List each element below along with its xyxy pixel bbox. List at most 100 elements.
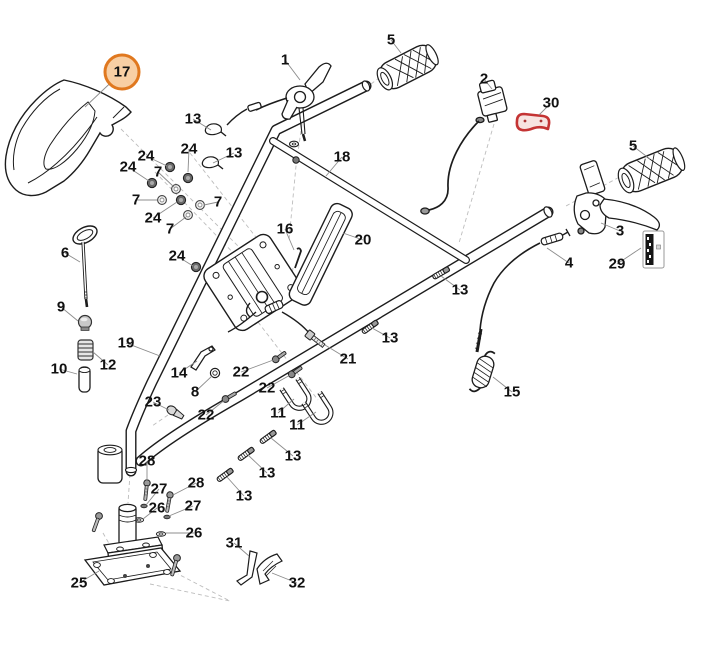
callout-5[interactable]: 5	[628, 137, 638, 155]
callout-9[interactable]: 9	[56, 298, 66, 316]
spring-15[interactable]	[468, 349, 498, 395]
nuts-24[interactable]	[146, 161, 202, 273]
leader-line-16	[284, 228, 295, 251]
lever-14[interactable]	[190, 345, 216, 371]
callout-6[interactable]: 6	[60, 244, 70, 262]
leader-line-15	[492, 376, 513, 393]
callout-21[interactable]: 21	[339, 350, 357, 368]
callout-5[interactable]: 5	[386, 31, 396, 49]
leader-line-13	[212, 152, 235, 164]
callout-10[interactable]: 10	[50, 360, 68, 378]
callout-8[interactable]: 8	[190, 383, 200, 401]
callout-29[interactable]: 29	[608, 255, 626, 273]
callout-27[interactable]: 27	[184, 497, 202, 515]
callout-2[interactable]: 2	[479, 70, 489, 88]
nut-8[interactable]	[209, 367, 221, 379]
callout-26[interactable]: 26	[185, 524, 203, 542]
bracket-30-highlighted[interactable]	[515, 112, 551, 132]
leader-line-27	[168, 505, 194, 517]
callout-14[interactable]: 14	[170, 364, 188, 382]
callout-7[interactable]: 7	[153, 163, 163, 181]
handlebar-tube-right[interactable]	[135, 205, 554, 467]
callout-1[interactable]: 1	[280, 51, 290, 69]
grip-5-left[interactable]	[373, 40, 442, 94]
callout-7[interactable]: 7	[213, 193, 223, 211]
callout-25[interactable]: 25	[70, 574, 88, 592]
throttle-cable-4[interactable]	[474, 228, 571, 353]
callout-26[interactable]: 26	[148, 499, 166, 517]
leader-line-19	[125, 342, 161, 357]
pin-10[interactable]	[78, 366, 91, 393]
washers-27[interactable]	[140, 503, 171, 520]
callout-24[interactable]: 24	[119, 158, 137, 176]
callout-31[interactable]: 31	[225, 534, 243, 552]
screws-28[interactable]	[142, 479, 174, 513]
callout-11[interactable]: 11	[270, 404, 286, 422]
callout-13[interactable]: 13	[451, 281, 469, 299]
callout-13[interactable]: 13	[381, 329, 399, 347]
bracket-31[interactable]	[236, 550, 258, 586]
bolt-23[interactable]	[165, 404, 185, 421]
callout-13[interactable]: 13	[225, 144, 243, 162]
callout-24[interactable]: 24	[137, 147, 155, 165]
u-bolt-11-b[interactable]	[301, 391, 335, 427]
callout-24[interactable]: 24	[180, 140, 198, 158]
base-mount-25[interactable]	[83, 503, 182, 586]
callout-13[interactable]: 13	[235, 487, 253, 505]
callout-13[interactable]: 13	[284, 447, 302, 465]
screws-22[interactable]	[221, 350, 304, 404]
stop-switch-2[interactable]	[420, 78, 509, 215]
bushing-sleeve[interactable]	[97, 444, 123, 484]
leader-line-24	[176, 255, 194, 267]
callout-7[interactable]: 7	[131, 191, 141, 209]
leader-line-11	[296, 411, 317, 426]
ball-nut-9[interactable]	[77, 314, 93, 331]
handlebar-tube-19[interactable]	[124, 80, 372, 477]
callout-24[interactable]: 24	[144, 209, 162, 227]
callout-22[interactable]: 22	[232, 363, 250, 381]
cable-pins-13[interactable]	[216, 266, 450, 482]
throttle-lever-1[interactable]	[226, 62, 332, 142]
cross-brace-18[interactable]	[269, 137, 470, 264]
callout-28[interactable]: 28	[138, 452, 156, 470]
callout-27[interactable]: 27	[150, 480, 168, 498]
callout-28[interactable]: 28	[187, 474, 205, 492]
callout-16[interactable]: 16	[276, 220, 294, 238]
callout-32[interactable]: 32	[288, 574, 306, 592]
leader-line-5	[390, 39, 402, 54]
callout-23[interactable]: 23	[144, 393, 162, 411]
leader-line-30	[538, 102, 552, 116]
leader-line-22	[205, 398, 227, 416]
cable-clip-13-b[interactable]	[201, 156, 224, 170]
callout-22[interactable]: 22	[197, 406, 215, 424]
leader-line-31	[233, 542, 250, 557]
leader-line-24	[145, 155, 168, 167]
spring-12[interactable]	[77, 339, 94, 361]
callout-11[interactable]: 11	[289, 416, 305, 434]
callout-7[interactable]: 7	[165, 220, 175, 238]
callout-19[interactable]: 19	[117, 334, 135, 352]
callout-3[interactable]: 3	[615, 222, 625, 240]
handle-cover-17[interactable]	[4, 79, 132, 197]
cover-20[interactable]	[287, 201, 355, 307]
cable-clip-13-a[interactable]	[204, 123, 227, 137]
clutch-lever-3[interactable]	[573, 160, 661, 235]
callout-12[interactable]: 12	[99, 356, 117, 374]
deflector-32[interactable]	[256, 553, 283, 585]
washers-7[interactable]	[157, 184, 205, 220]
callout-30[interactable]: 30	[542, 94, 560, 112]
bolt-21[interactable]	[304, 329, 326, 349]
pin-16[interactable]	[294, 247, 302, 269]
callout-13[interactable]: 13	[184, 110, 202, 128]
callout-24[interactable]: 24	[168, 247, 186, 265]
callout-17-selected[interactable]: 17	[103, 53, 141, 91]
callout-22[interactable]: 22	[258, 379, 276, 397]
callout-13[interactable]: 13	[258, 464, 276, 482]
rod-6[interactable]	[70, 222, 100, 308]
callout-15[interactable]: 15	[503, 383, 521, 401]
callout-18[interactable]: 18	[333, 148, 351, 166]
base-screws[interactable]	[90, 512, 181, 577]
label-29[interactable]	[642, 230, 665, 269]
callout-4[interactable]: 4	[564, 254, 574, 272]
callout-20[interactable]: 20	[354, 231, 372, 249]
